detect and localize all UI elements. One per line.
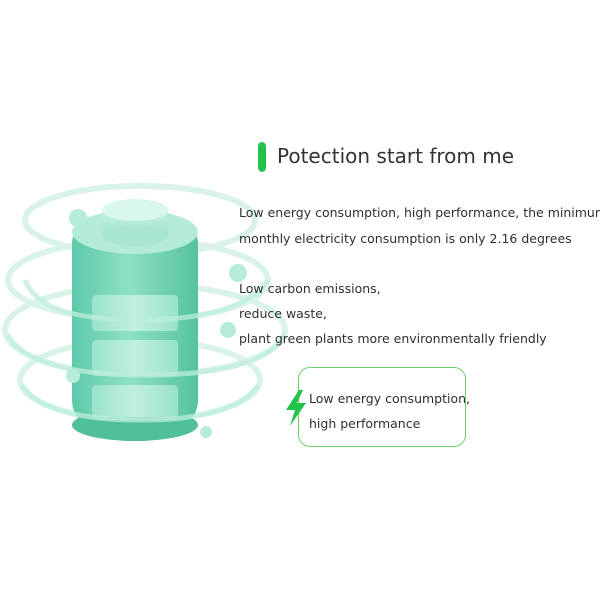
feature-text: Low energy consumption, high performance (309, 386, 470, 436)
page-title: Potection start from me (277, 144, 515, 168)
feature-line: Low energy consumption, (309, 391, 471, 406)
description-paragraph-1: Low energy consumption, high performance… (239, 200, 600, 252)
description-line: plant green plants more environmentally … (239, 331, 547, 346)
feature-line: high performance (309, 416, 421, 431)
battery-icon (2, 183, 288, 441)
description-line: monthly electricity consumption is only … (239, 231, 572, 246)
description-paragraph-2: Low carbon emissions, reduce waste, plan… (239, 276, 547, 351)
description-line: Low carbon emissions, (239, 281, 381, 296)
description-line: Low energy consumption, high performance… (239, 205, 600, 220)
title-accent-bar (258, 142, 266, 172)
lightning-bolt-icon (286, 390, 306, 426)
description-line: reduce waste, (239, 306, 327, 321)
